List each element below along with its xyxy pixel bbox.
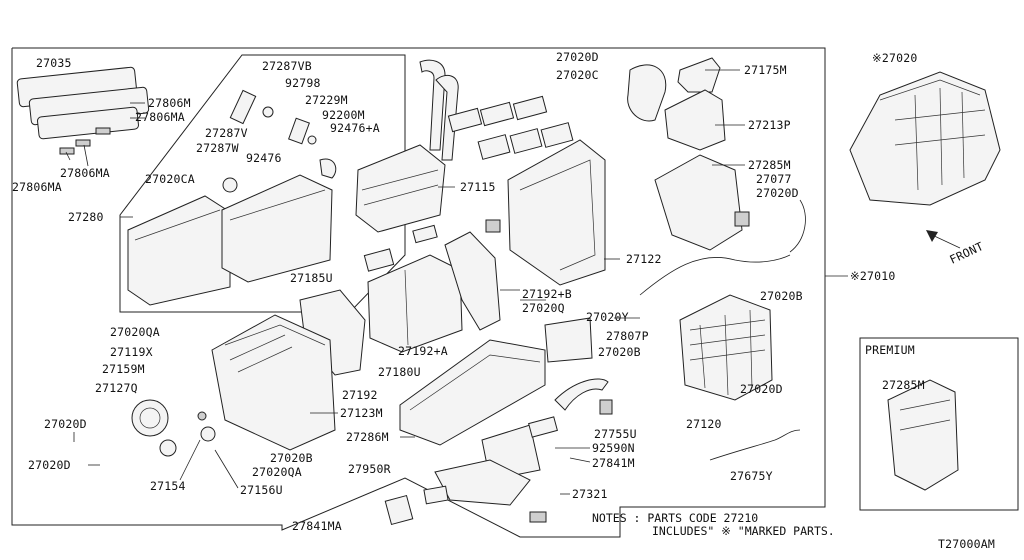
label-27180U: 27180U: [378, 365, 421, 379]
label-27120: 27120: [686, 417, 722, 431]
lower-case: [544, 254, 791, 401]
vent-grilles: [447, 95, 574, 160]
label-92590N: 92590N: [592, 441, 635, 455]
label-92798: 92798: [285, 76, 321, 90]
premium-label: PREMIUM: [865, 343, 915, 357]
label-27285M-premium: 27285M: [882, 378, 925, 392]
right-upper-parts: [627, 57, 806, 253]
leader-lines: [65, 69, 848, 495]
label-27287V: 27287V: [205, 126, 248, 140]
label-27807P: 27807P: [606, 329, 649, 343]
blower-housing: [131, 314, 336, 457]
label-27213P: 27213P: [748, 118, 791, 132]
drawing-code: T27000AM: [938, 537, 995, 551]
filter-subframe: [119, 54, 406, 313]
label-27806M: 27806M: [148, 96, 191, 110]
label-27020B-r: 27020B: [760, 289, 803, 303]
label-27286M: 27286M: [346, 430, 389, 444]
label-27123M: 27123M: [340, 406, 383, 420]
label-27020B-b: 27020B: [270, 451, 313, 465]
label-27192A: 27192+A: [398, 344, 448, 358]
label-27020Q: 27020Q: [522, 301, 565, 315]
label-27010: ※27010: [850, 269, 895, 283]
label-27806MA-c: 27806MA: [12, 180, 62, 194]
label-27280: 27280: [68, 210, 104, 224]
label-27020D-r: 27020D: [756, 186, 799, 200]
harness-27675Y: [709, 429, 801, 461]
label-27020D-b: 27020D: [740, 382, 783, 396]
label-27020D-l1: 27020D: [44, 417, 87, 431]
label-27841MA: 27841MA: [292, 519, 342, 533]
label-27119X: 27119X: [110, 345, 153, 359]
label-27127Q: 27127Q: [95, 381, 138, 395]
label-27020CA: 27020CA: [145, 172, 195, 186]
label-27192: 27192: [342, 388, 378, 402]
small-ducts: [222, 89, 337, 193]
assembly-27020: [849, 71, 1001, 206]
premium-box: [859, 337, 1019, 511]
label-92200M: 92200M: [322, 108, 365, 122]
label-27755U: 27755U: [594, 427, 637, 441]
label-27175M: 27175M: [744, 63, 787, 77]
label-27020B-m: 27020B: [598, 345, 641, 359]
label-27285M: 27285M: [748, 158, 791, 172]
label-27020QA: 27020QA: [110, 325, 160, 339]
label-27321: 27321: [572, 487, 608, 501]
heater-core: [355, 59, 459, 233]
case-upper: [485, 139, 606, 286]
label-27675Y: 27675Y: [730, 469, 773, 483]
label-27035: 27035: [36, 56, 72, 70]
label-27185U: 27185U: [290, 271, 333, 285]
label-27806MA-b: 27806MA: [60, 166, 110, 180]
label-27020D-l2: 27020D: [28, 458, 71, 472]
label-27192B: 27192+B: [522, 287, 572, 301]
label-27287VB: 27287VB: [262, 59, 312, 73]
label-27154: 27154: [150, 479, 186, 493]
label-27020D-top: 27020D: [556, 50, 599, 64]
label-27020-star: ※27020: [872, 51, 917, 65]
filter-rings: [16, 66, 150, 155]
label-27159M: 27159M: [102, 362, 145, 376]
label-92476A: 92476+A: [330, 121, 380, 135]
front-label: FRONT: [947, 239, 985, 267]
premium-part-27285M: [887, 379, 959, 491]
front-arrow: [926, 230, 961, 249]
label-27841M: 27841M: [592, 456, 635, 470]
label-92476: 92476: [246, 151, 282, 165]
label-27287W: 27287W: [196, 141, 239, 155]
center-duct-parts: [299, 224, 501, 376]
label-27122: 27122: [626, 252, 662, 266]
label-27020C: 27020C: [556, 68, 599, 82]
cabin-filters: [127, 174, 333, 306]
label-27020QA-b: 27020QA: [252, 465, 302, 479]
label-27077: 27077: [756, 172, 792, 186]
notes-line-1: NOTES : PARTS CODE 27210: [592, 511, 758, 525]
label-27229M: 27229M: [305, 93, 348, 107]
bottom-ducts: [384, 378, 613, 526]
label-27806MA-a: 27806MA: [135, 110, 185, 124]
label-27950R: 27950R: [348, 462, 391, 476]
lower-duct-tray: [399, 339, 546, 446]
label-27115: 27115: [460, 180, 496, 194]
notes-line-2: INCLUDES" ※ "MARKED PARTS.: [652, 524, 835, 538]
label-27020Y: 27020Y: [586, 310, 629, 324]
label-27156U: 27156U: [240, 483, 283, 497]
main-frame: [11, 47, 826, 538]
